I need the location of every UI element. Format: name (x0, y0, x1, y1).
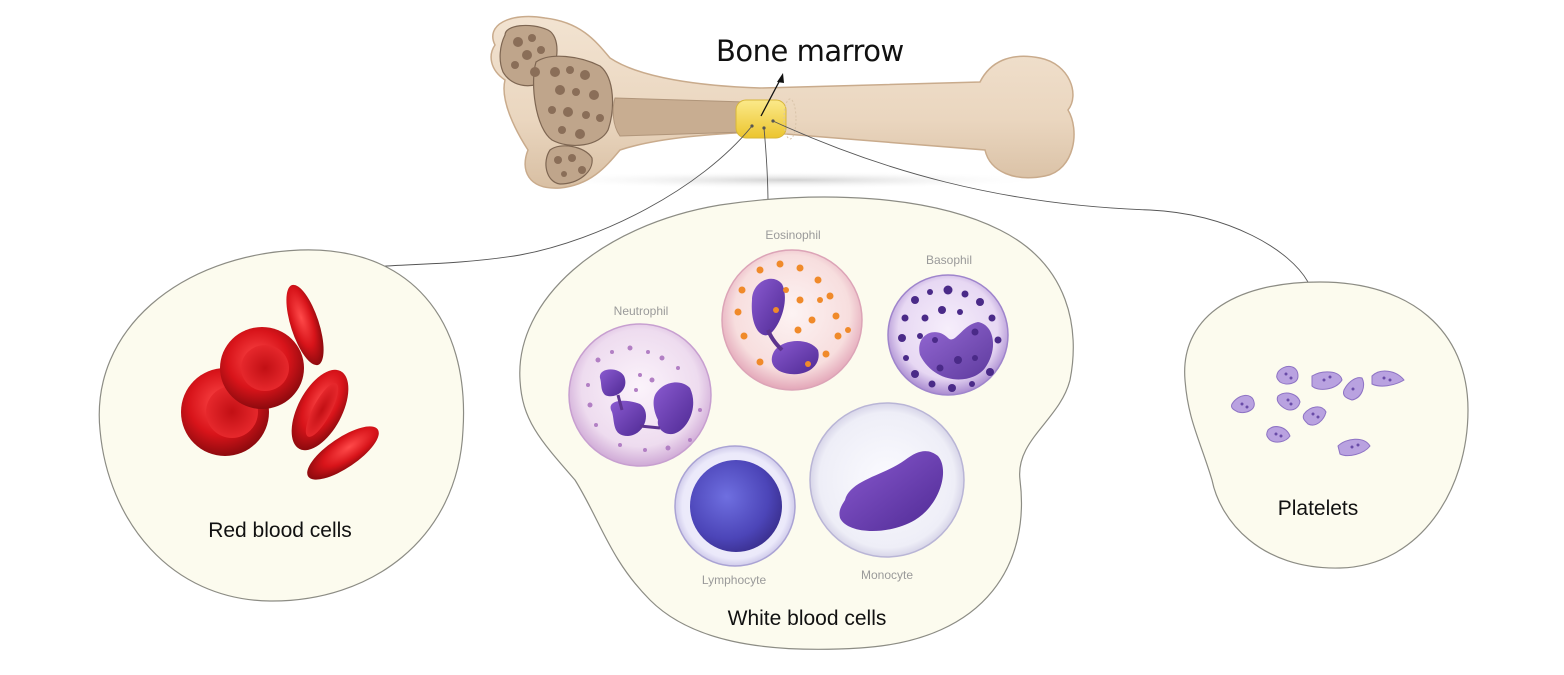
red-blood-cells-panel (98, 249, 465, 602)
red-blood-cell (286, 284, 324, 366)
bone-marrow-label: Bone marrow (716, 34, 904, 68)
white-blood-cells-label: White blood cells (727, 607, 887, 630)
basophil-label: Basophil (925, 253, 973, 267)
monocyte-label: Monocyte (860, 568, 914, 582)
neutrophil-label: Neutrophil (613, 304, 669, 318)
platelets-label: Platelets (1277, 497, 1359, 520)
platelet (1311, 371, 1343, 390)
basophil-cell (887, 274, 1009, 396)
platelets-bubble (1184, 281, 1469, 569)
lymphocyte-label: Lymphocyte (701, 573, 767, 587)
lymphocyte-cell (674, 445, 796, 567)
marrow-segment (735, 99, 787, 139)
white-blood-cells-panel (519, 196, 1074, 650)
platelet (1371, 370, 1405, 387)
red-blood-cell (307, 426, 379, 480)
red-blood-cell (220, 327, 304, 409)
eosinophil-label: Eosinophil (765, 228, 821, 242)
platelet (1337, 438, 1371, 457)
platelet-group (1231, 366, 1405, 457)
platelets-panel (1184, 281, 1469, 569)
platelet (1266, 426, 1291, 443)
platelet (1276, 392, 1301, 411)
monocyte-cell (809, 402, 965, 558)
platelet (1302, 406, 1327, 426)
red-bubble (98, 249, 465, 602)
eosinophil-cell (721, 249, 863, 391)
bone-illustration (490, 15, 1075, 189)
red-blood-cell (291, 369, 349, 451)
red-blood-cells-label: Red blood cells (208, 519, 352, 542)
connector-lines (374, 120, 1309, 283)
neutrophil-cell (568, 323, 712, 467)
platelet (1276, 366, 1299, 385)
